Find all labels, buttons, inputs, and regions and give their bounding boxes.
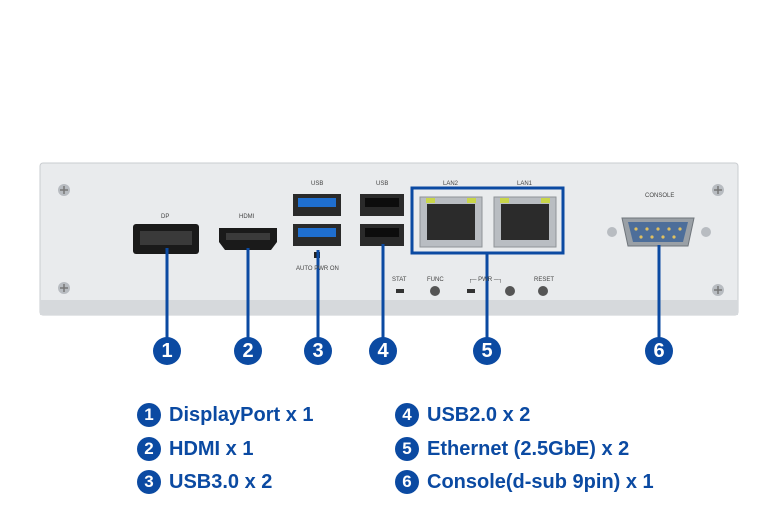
displayport-connector	[133, 224, 199, 254]
screw-icon	[58, 184, 70, 196]
usb-right-label: USB	[376, 181, 389, 187]
legend-item: 2 HDMI x 1	[137, 435, 253, 463]
pwr-led	[467, 289, 475, 293]
console-label: CONSOLE	[645, 193, 675, 199]
callout-6: 6	[645, 337, 673, 365]
stat-led	[396, 289, 404, 293]
console-dsub-connector	[607, 217, 711, 247]
usb-left-label: USB	[311, 181, 324, 187]
usb2-port	[360, 224, 404, 246]
legend-number: 3	[137, 470, 161, 494]
hdmi-label: HDMI	[239, 214, 255, 220]
legend-text: DisplayPort x 1	[169, 403, 314, 426]
callout-5: 5	[473, 337, 501, 365]
dp-label: DP	[161, 214, 170, 220]
legend-text: HDMI x 1	[169, 437, 254, 460]
legend-text: Console(d-sub 9pin) x 1	[427, 470, 654, 493]
legend-text: USB2.0 x 2	[427, 403, 531, 426]
legend-number: 6	[395, 470, 419, 494]
lan2-label: LAN2	[443, 181, 459, 187]
usb2-port	[360, 194, 404, 216]
legend-number: 1	[137, 403, 161, 427]
hdmi-connector	[219, 228, 277, 250]
callout-3: 3	[304, 337, 332, 365]
screw-icon	[712, 284, 724, 296]
screw-icon	[712, 184, 724, 196]
func-label: FUNC	[427, 277, 444, 283]
legend-number: 4	[395, 403, 419, 427]
screw-icon	[58, 282, 70, 294]
func-button	[430, 286, 440, 296]
legend-text: Ethernet (2.5GbE) x 2	[427, 437, 630, 460]
stat-label: STAT	[392, 277, 407, 283]
usb3-port	[293, 194, 341, 216]
legend-item: 6 Console(d-sub 9pin) x 1	[395, 468, 654, 496]
auto-pwr-label: AUTO PWR ON	[296, 266, 339, 272]
callout-1: 1	[153, 337, 181, 365]
callout-lines	[165, 244, 661, 338]
reset-button	[538, 286, 548, 296]
usb3-port	[293, 224, 341, 246]
reset-label: RESET	[534, 277, 555, 283]
pwr-button	[505, 286, 515, 296]
legend-item: 5 Ethernet (2.5GbE) x 2	[395, 435, 629, 463]
lan2-port	[419, 196, 483, 248]
legend-item: 3 USB3.0 x 2	[137, 468, 272, 496]
pwr-label: ┌─ PWR ─┐	[468, 277, 503, 283]
callout-2: 2	[234, 337, 262, 365]
legend-item: 4 USB2.0 x 2	[395, 401, 530, 429]
legend-item: 1 DisplayPort x 1	[137, 401, 314, 429]
legend-number: 2	[137, 437, 161, 461]
lan1-label: LAN1	[517, 181, 533, 187]
legend-number: 5	[395, 437, 419, 461]
callout-4: 4	[369, 337, 397, 365]
lan1-port	[493, 196, 557, 248]
legend-text: USB3.0 x 2	[169, 470, 273, 493]
chassis-bottom	[40, 300, 738, 315]
